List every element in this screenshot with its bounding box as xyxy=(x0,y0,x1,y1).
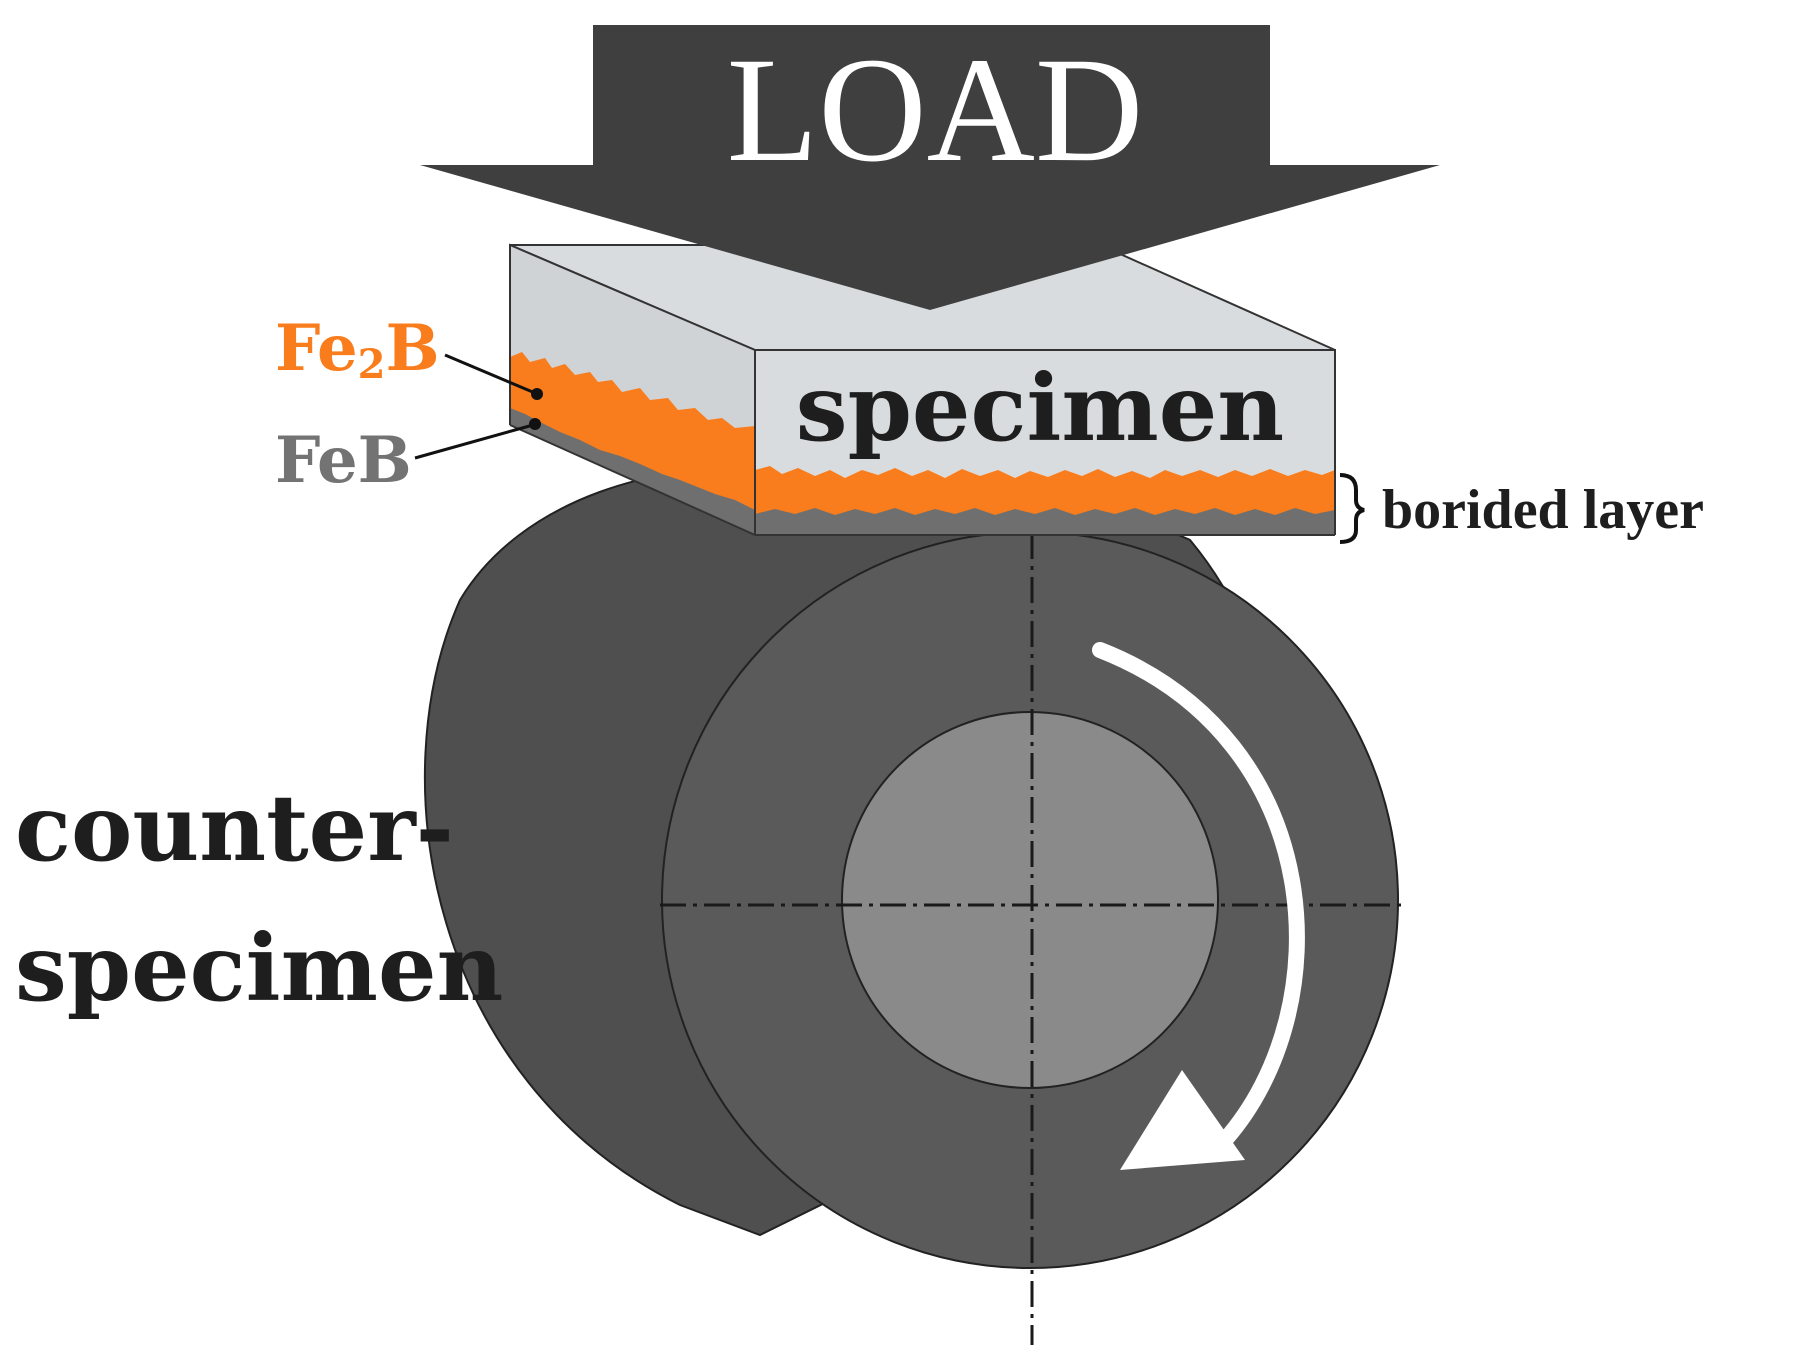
load-arrow xyxy=(420,25,1440,310)
feb-callout: FeB xyxy=(275,418,541,498)
specimen-label: specimen xyxy=(796,354,1284,462)
borided-layer-callout: borided layer xyxy=(1339,473,1704,544)
fe2b-label: Fe2B xyxy=(275,311,440,388)
counter-label-line1: counter- xyxy=(15,774,454,882)
borided-layer-label: borided layer xyxy=(1382,479,1704,541)
counter-label-line2: specimen xyxy=(15,914,503,1022)
counter-specimen-cylinder xyxy=(423,445,1405,1345)
load-label: LOAD xyxy=(727,27,1144,193)
fe2b-callout: Fe2B xyxy=(275,311,543,400)
down-arrow-icon: LOAD xyxy=(420,25,1440,310)
feb-label: FeB xyxy=(275,423,412,498)
brace-icon xyxy=(1339,473,1365,544)
clockwise-arrow-icon xyxy=(1092,642,1305,1170)
fe2b-layer-front xyxy=(755,466,1335,515)
fe2b-layer-side xyxy=(510,352,755,510)
cylinder-hub xyxy=(841,711,1219,1089)
counter-specimen-label: counter- specimen xyxy=(15,774,503,1022)
